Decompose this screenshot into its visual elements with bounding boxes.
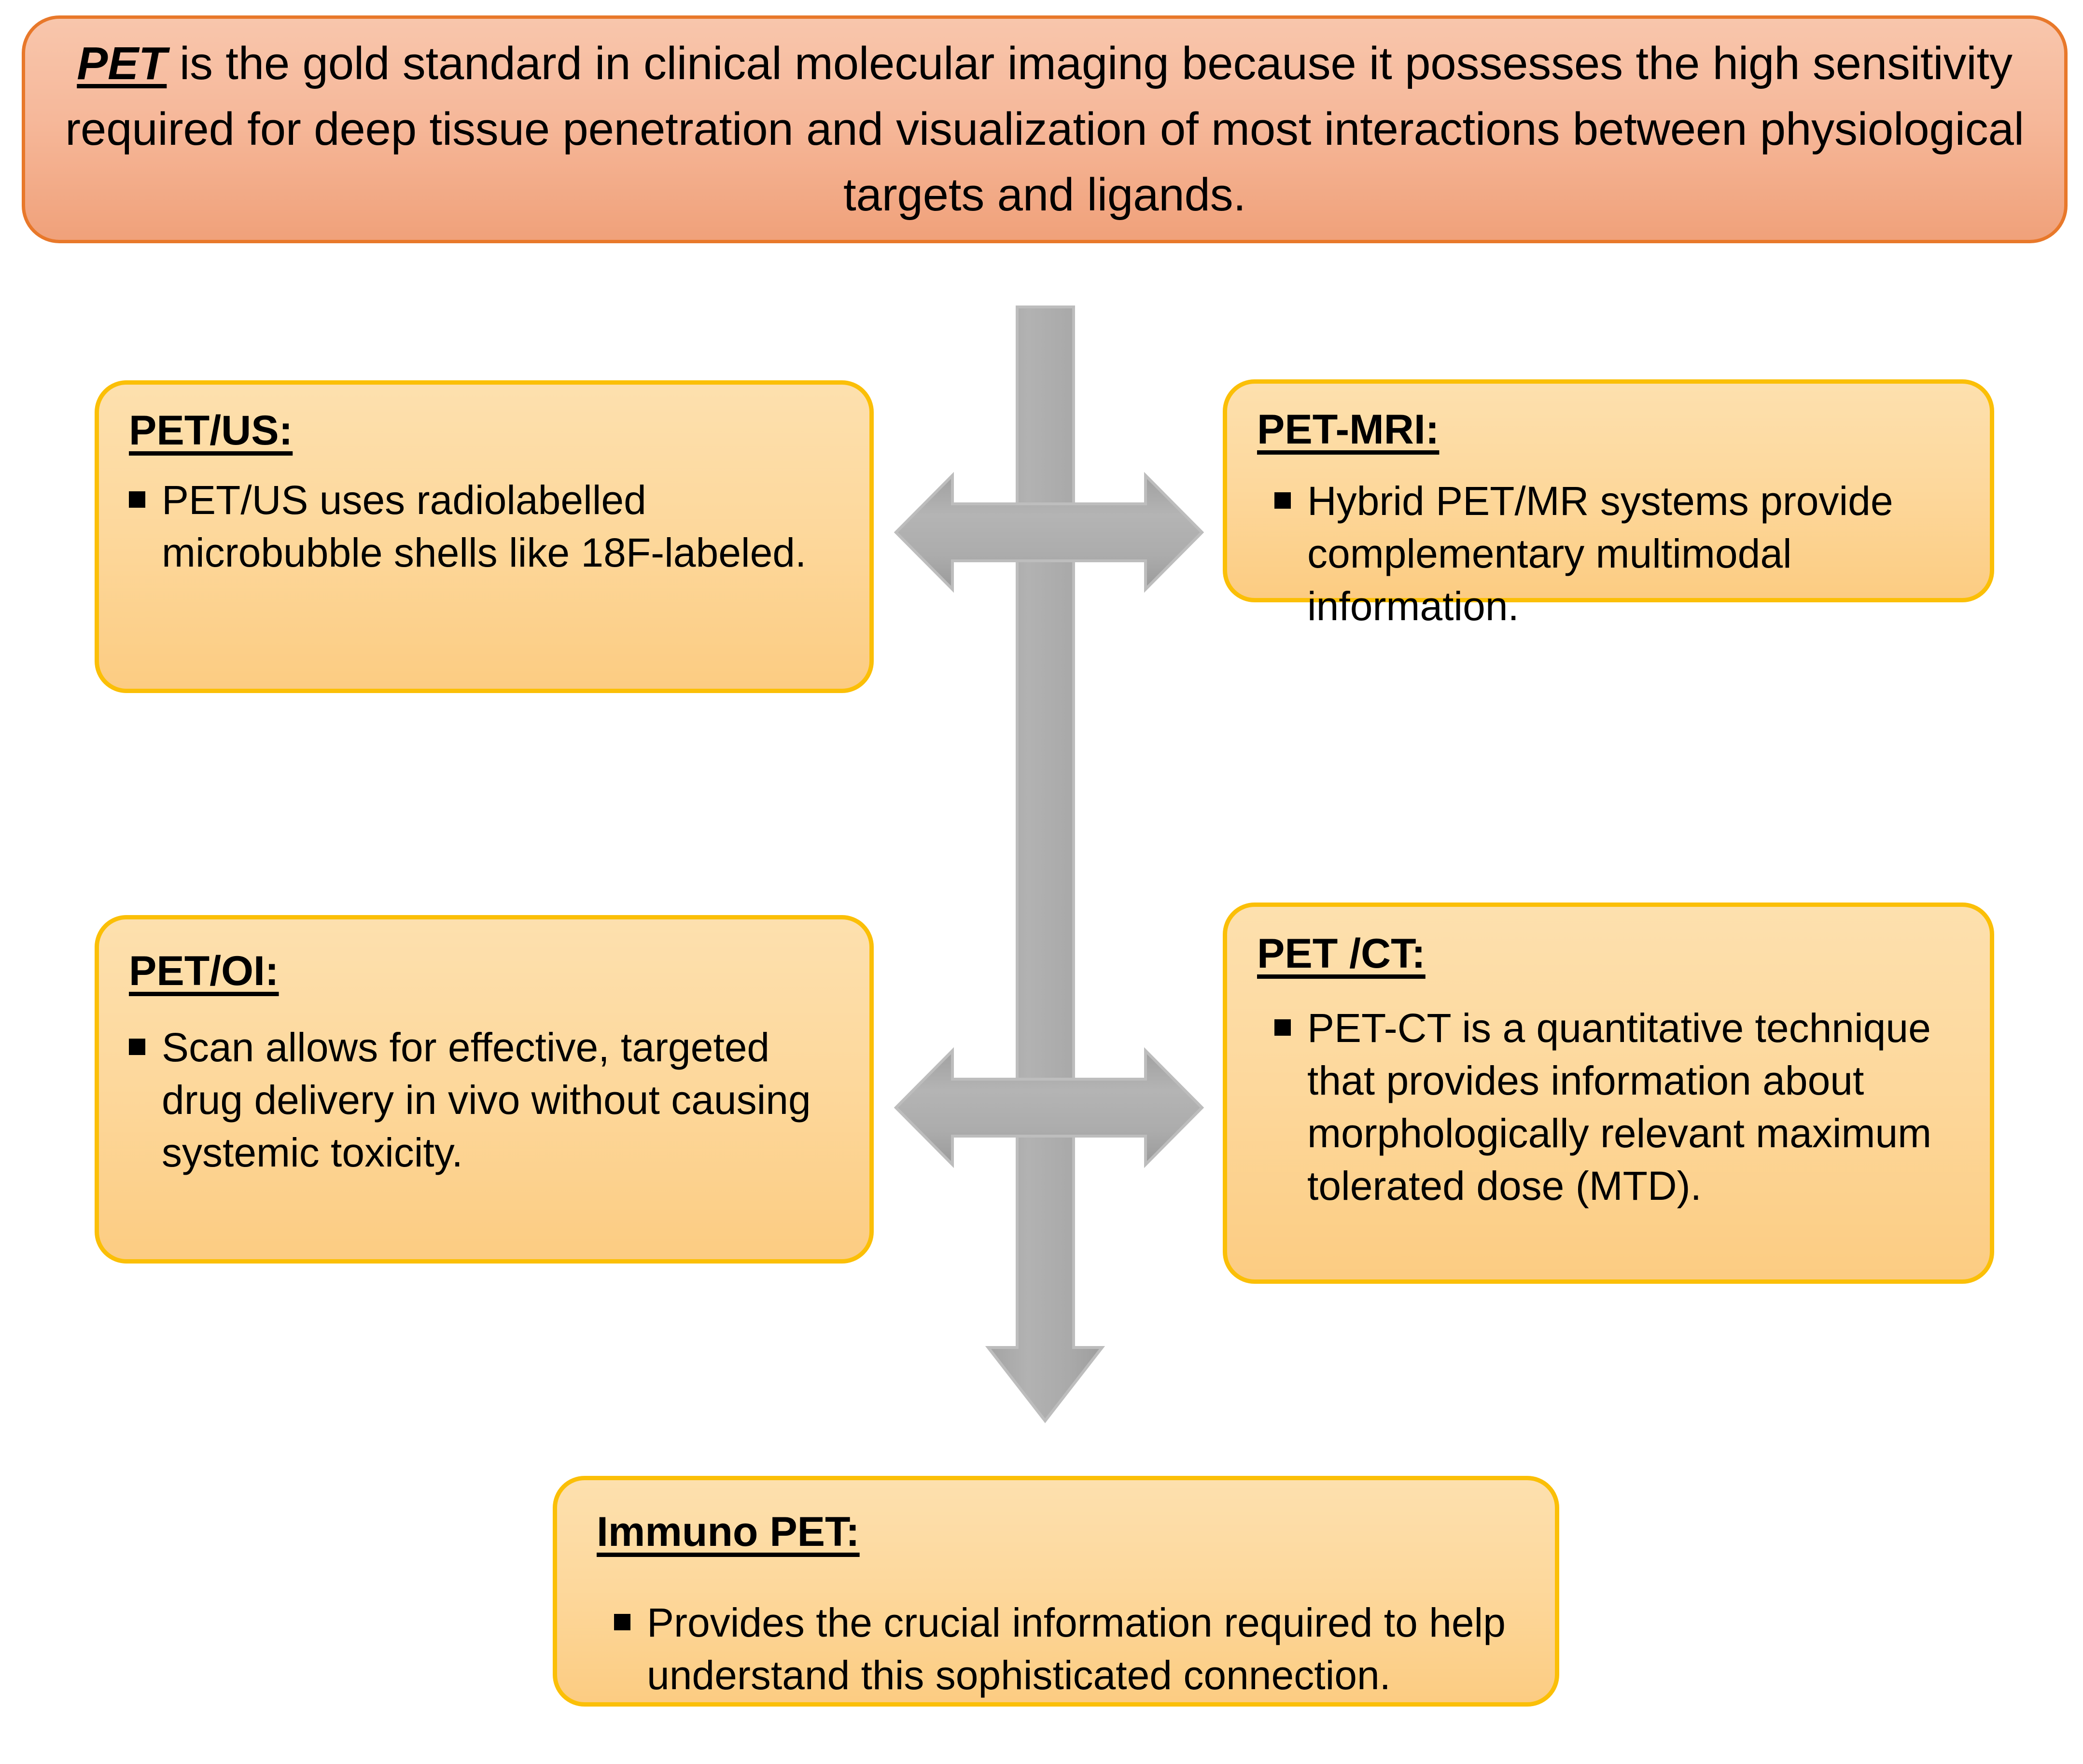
header-keyword: PET (77, 37, 167, 89)
box-body-pet-oi: Scan allows for effective, targeted drug… (129, 1021, 841, 1180)
square-bullet-icon (1274, 1019, 1291, 1036)
header-banner: PET is the gold standard in clinical mol… (22, 15, 2068, 243)
concept-box-pet-ct: PET /CT: PET-CT is a quantitative techni… (1223, 903, 1994, 1284)
box-body-pet-ct: PET-CT is a quantitative technique that … (1257, 1002, 1962, 1213)
box-bullet-text-immuno-pet: Provides the crucial information require… (647, 1599, 1506, 1698)
box-body-immuno-pet: Provides the crucial information require… (597, 1597, 1527, 1702)
box-title-pet-mri: PET-MRI: (1257, 406, 1440, 453)
vertical-down-arrow (985, 306, 1105, 1423)
header-text: PET is the gold standard in clinical mol… (25, 31, 2064, 228)
concept-box-pet-mri: PET-MRI: Hybrid PET/MR systems provide c… (1223, 379, 1994, 629)
header-rest: is the gold standard in clinical molecul… (65, 37, 2024, 221)
concept-box-pet-oi: PET/OI: Scan allows for effective, targe… (95, 915, 874, 1264)
box-bullet-text-pet-mri: Hybrid PET/MR systems provide complement… (1307, 478, 1893, 629)
square-bullet-icon (1274, 492, 1291, 509)
box-body-pet-mri: Hybrid PET/MR systems provide complement… (1257, 475, 1962, 633)
box-bullet-text-pet-ct: PET-CT is a quantitative technique that … (1307, 1005, 1932, 1209)
concept-box-immuno-pet: Immuno PET: Provides the crucial informa… (553, 1476, 1559, 1707)
box-bullet-text-pet-us: PET/US uses radiolabelled microbubble sh… (162, 477, 807, 576)
box-title-pet-ct: PET /CT: (1257, 931, 1426, 977)
square-bullet-icon (614, 1613, 630, 1630)
box-bullet-text-pet-oi: Scan allows for effective, targeted drug… (162, 1024, 811, 1176)
box-title-immuno-pet: Immuno PET: (597, 1509, 860, 1555)
box-body-pet-us: PET/US uses radiolabelled microbubble sh… (129, 474, 841, 579)
square-bullet-icon (129, 1038, 145, 1055)
bottom-double-headed-arrow (894, 1047, 1204, 1168)
square-bullet-icon (129, 491, 145, 508)
top-double-headed-arrow (894, 472, 1204, 593)
concept-box-pet-us: PET/US: PET/US uses radiolabelled microb… (95, 380, 874, 693)
box-title-pet-us: PET/US: (129, 407, 293, 454)
box-title-pet-oi: PET/OI: (129, 948, 279, 994)
